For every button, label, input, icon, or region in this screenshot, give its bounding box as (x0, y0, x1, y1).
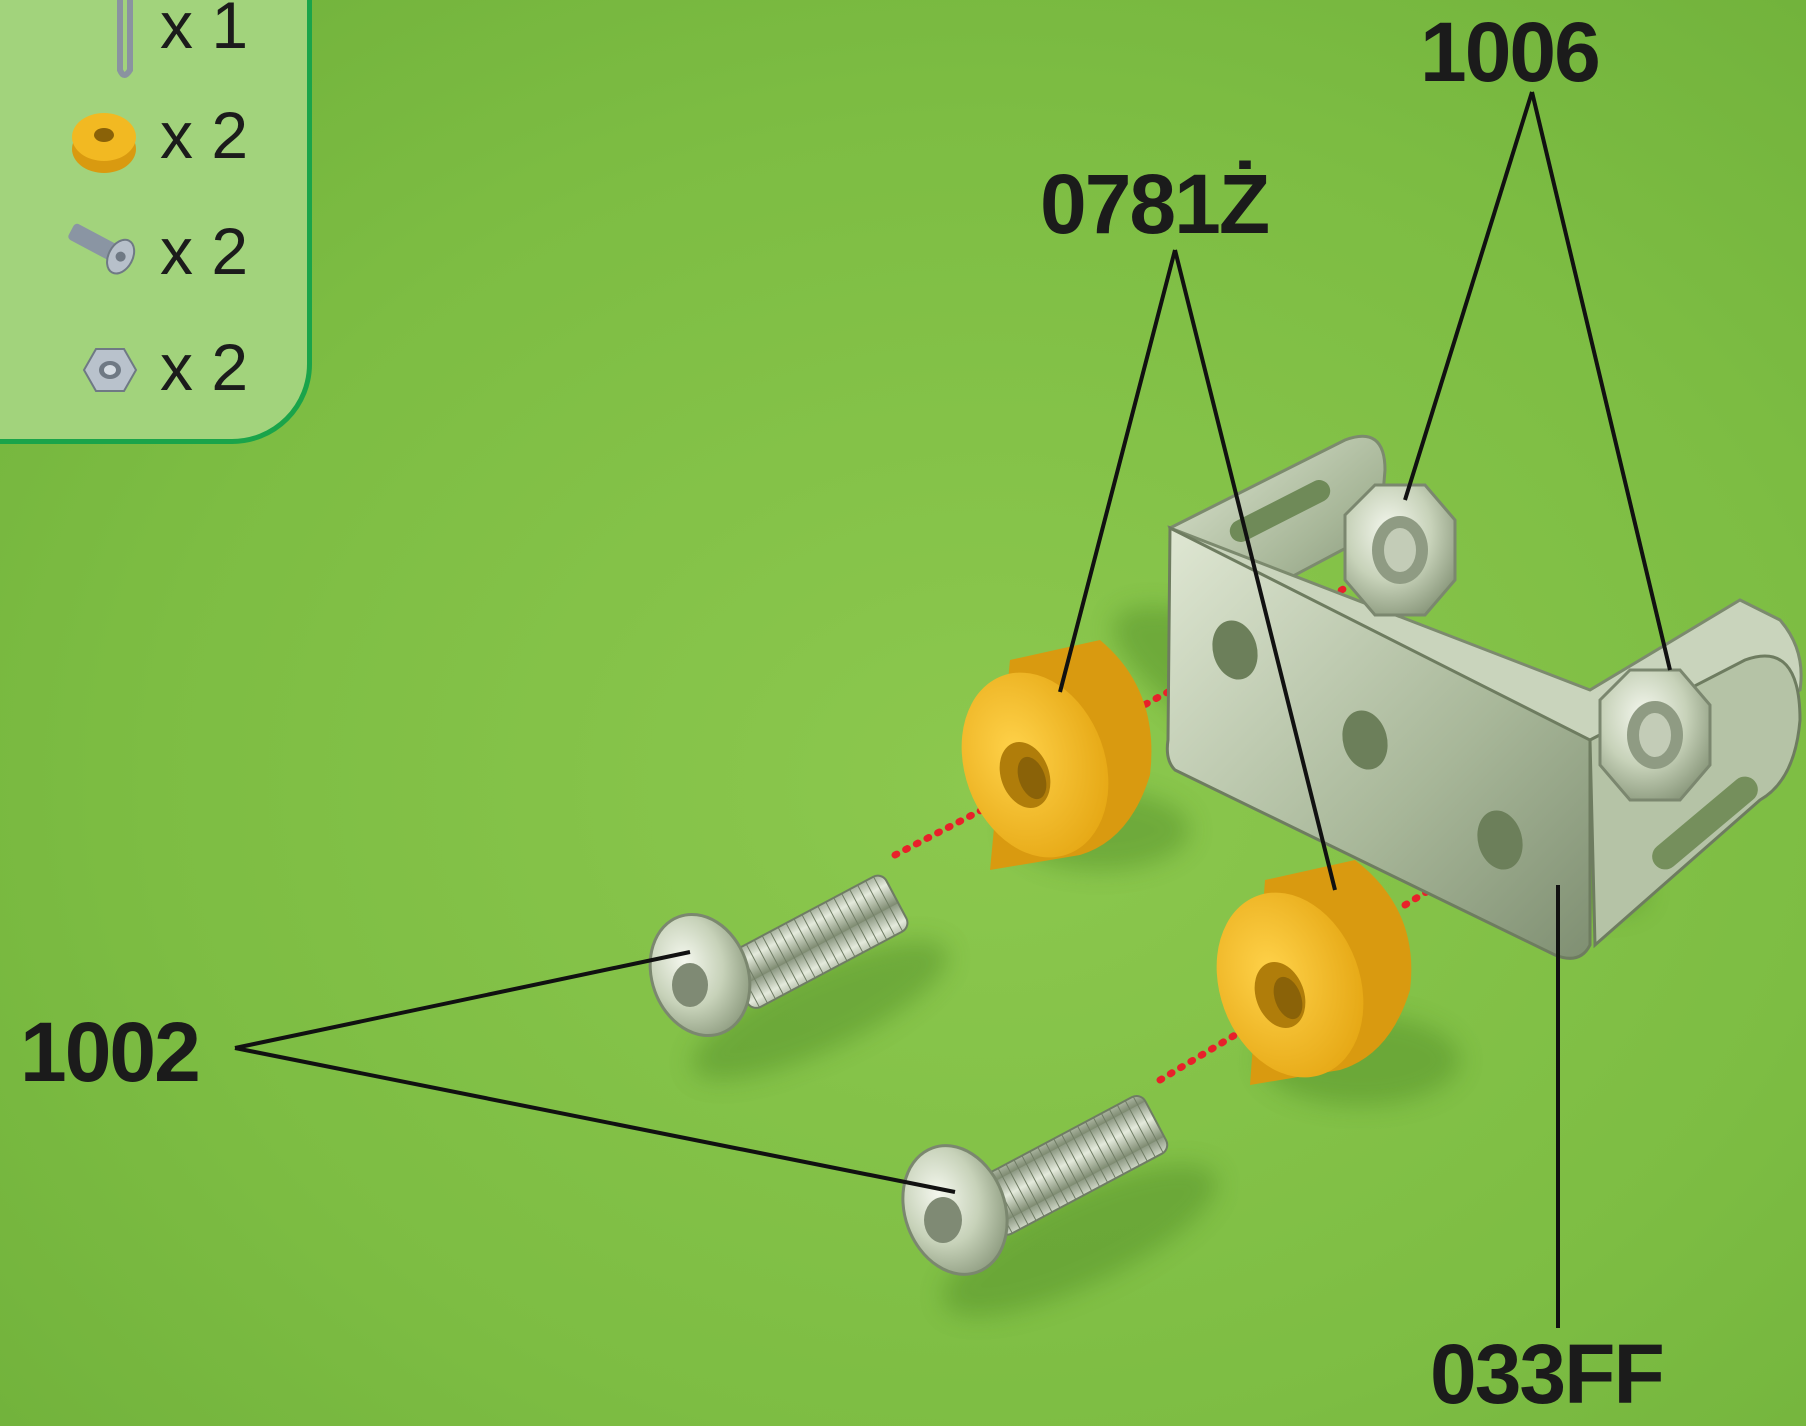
leader-1002-rear (234, 950, 691, 1050)
leader-0781z-rear (1058, 249, 1177, 693)
callout-nuts-1006: 1006 (1420, 5, 1601, 99)
callout-screws-1002: 1002 (20, 1005, 201, 1099)
leader-1006-rear (1403, 91, 1534, 501)
screw-quantity: x 2 (160, 214, 249, 288)
nut-icon (82, 348, 138, 392)
nut-rear (1343, 483, 1457, 617)
clip-quantity: x 1 (160, 0, 249, 62)
clip-icon (117, 0, 133, 78)
screw-icon (68, 223, 136, 275)
spacer-front (1216, 860, 1412, 1085)
screw-rear (648, 874, 909, 1038)
bracket-033ff (1165, 434, 1803, 960)
callout-bracket-033ff: 033FF (1430, 1327, 1665, 1421)
leader-1006-front (1530, 91, 1672, 671)
screw-front (901, 1095, 1169, 1276)
yellow-spacer-icon (72, 113, 136, 173)
leader-0781z-front (1173, 249, 1337, 891)
nut-quantity: x 2 (160, 330, 249, 404)
callout-spacers-0781z: 0781Ż (1040, 157, 1270, 251)
spacer-rear (961, 640, 1152, 870)
spacer-quantity: x 2 (160, 98, 249, 172)
leader-lines (234, 91, 1672, 1328)
parts-list-panel (0, 0, 312, 444)
leader-1002-front (234, 1046, 956, 1194)
nut-front (1598, 668, 1712, 802)
